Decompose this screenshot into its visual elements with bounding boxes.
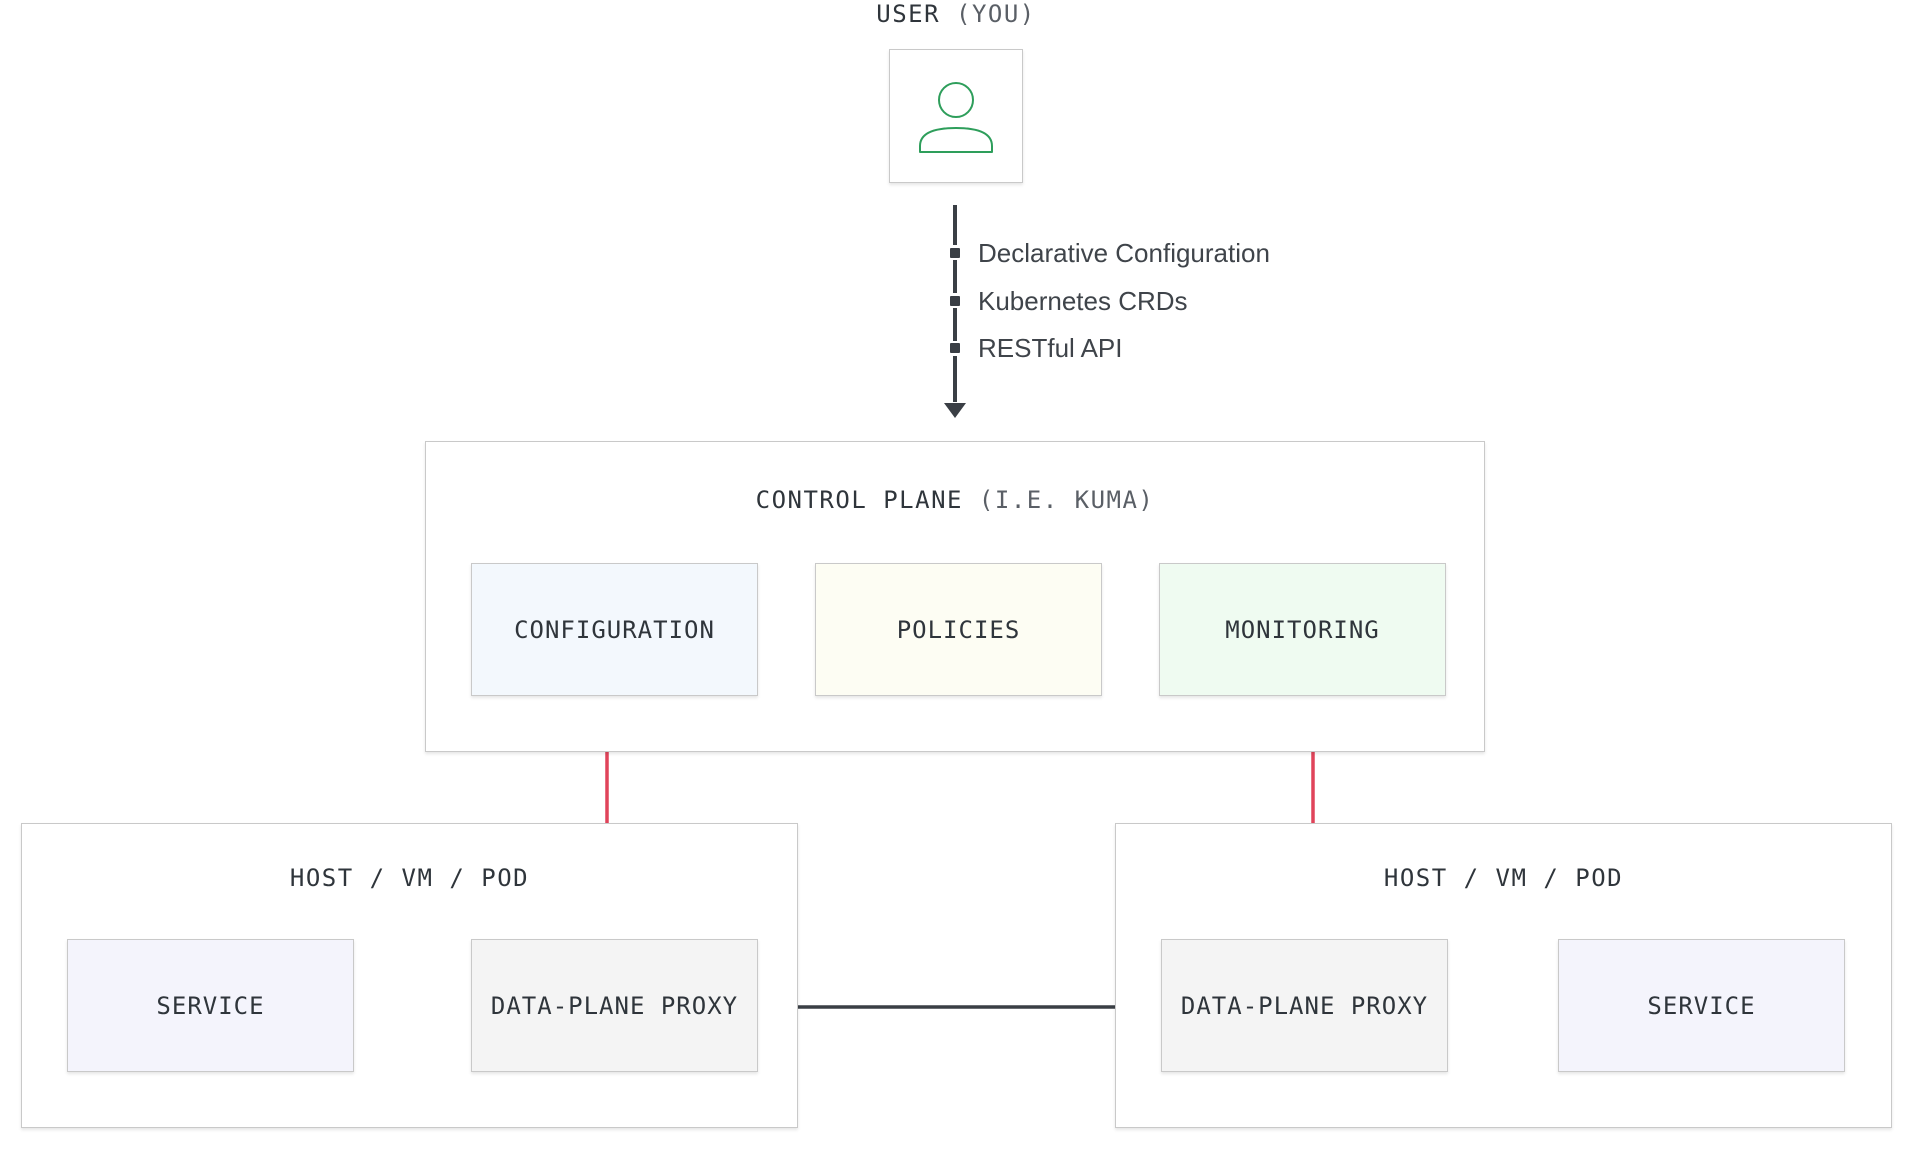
- proxy-box-right: DATA-PLANE PROXY: [1161, 939, 1448, 1072]
- user-card: [889, 49, 1023, 183]
- connection-label: Declarative Configuration: [978, 238, 1270, 268]
- service-label: SERVICE: [1647, 991, 1756, 1020]
- policies-label: POLICIES: [896, 615, 1021, 644]
- service-box-left: SERVICE: [67, 939, 354, 1072]
- user-to-control-plane-arrow: [944, 205, 966, 418]
- service-box-right: SERVICE: [1558, 939, 1845, 1072]
- service-label: SERVICE: [156, 991, 265, 1020]
- user-title: USER (YOU): [876, 0, 1036, 28]
- user-icon: [919, 82, 993, 153]
- host-title: HOST / VM / POD: [1383, 864, 1624, 892]
- policies-module: POLICIES: [815, 563, 1102, 696]
- proxy-box-left: DATA-PLANE PROXY: [471, 939, 758, 1072]
- control-plane-title: CONTROL PLANE (I.E. KUMA): [755, 486, 1155, 514]
- proxy-to-proxy-arrow: [772, 996, 1144, 1018]
- host-title: HOST / VM / POD: [289, 864, 530, 892]
- configuration-label: CONFIGURATION: [514, 615, 715, 644]
- proxy-label: DATA-PLANE PROXY: [490, 991, 739, 1020]
- configuration-module: CONFIGURATION: [471, 563, 758, 696]
- monitoring-module: MONITORING: [1159, 563, 1446, 696]
- connection-label: Kubernetes CRDs: [978, 286, 1188, 316]
- connection-label: RESTful API: [978, 333, 1123, 363]
- proxy-label: DATA-PLANE PROXY: [1180, 991, 1429, 1020]
- monitoring-label: MONITORING: [1225, 615, 1380, 644]
